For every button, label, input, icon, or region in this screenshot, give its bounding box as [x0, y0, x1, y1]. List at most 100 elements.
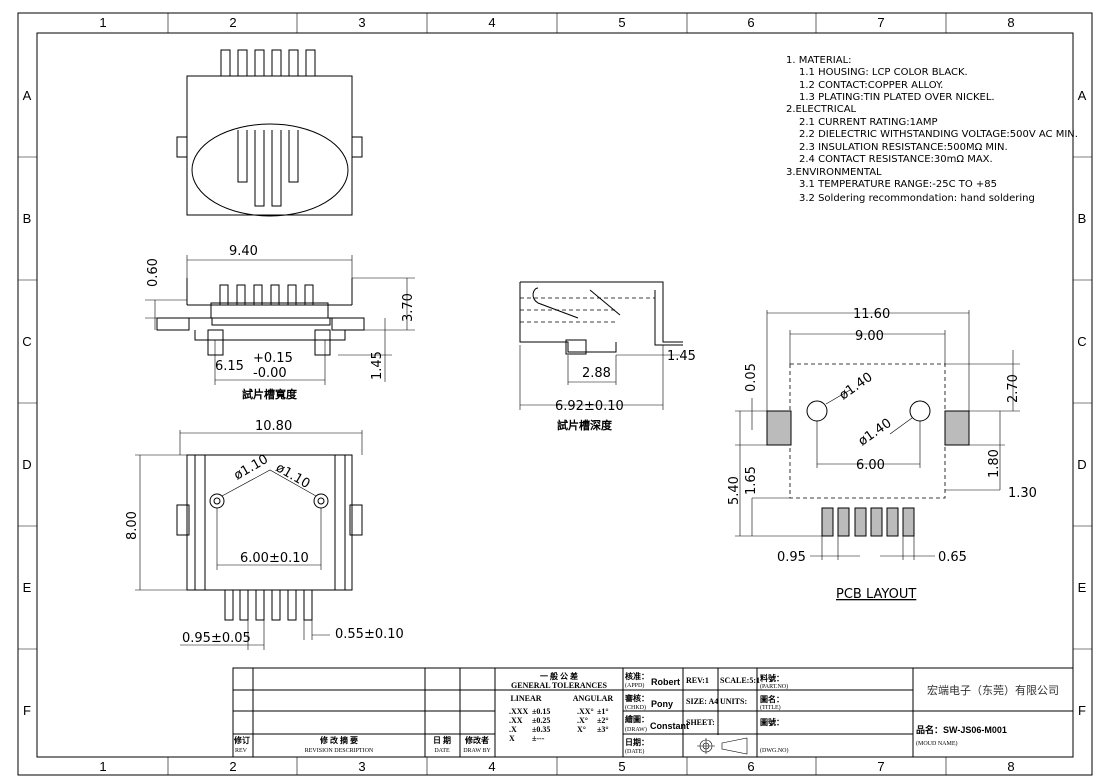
tol-cell: .XX — [509, 716, 523, 725]
dim-pad-offset: 1.30 — [1008, 486, 1037, 501]
scale-value: SCALE:5:1 — [720, 676, 760, 685]
grid-col-3-bottom: 3 — [358, 759, 365, 774]
grid-row-e-right: E — [1078, 580, 1087, 595]
note-line: 2.3 INSULATION RESISTANCE:500MΩ MIN. — [799, 142, 1008, 153]
dim-pad-height: 1.80 — [987, 449, 1002, 478]
dim-inner-width: 9.00 — [855, 329, 884, 344]
note-line: 2.4 CONTACT RESISTANCE:30mΩ MAX. — [799, 154, 993, 165]
top-view — [176, 49, 363, 217]
tol-cell: .XXX — [509, 707, 529, 716]
title-block: 修订 REV 修 改 摘 要 REVISION DESCRIPTION 日 期 … — [232, 667, 1074, 758]
dim-pin-width: 0.55±0.10 — [335, 627, 404, 642]
grid-col-2: 2 — [229, 15, 236, 30]
dim-hole-spacing: 6.00 — [856, 458, 885, 473]
date-cn: 日期： — [625, 737, 649, 747]
grid-col-6-bottom: 6 — [747, 759, 754, 774]
tol-cell: X° — [577, 725, 586, 734]
rev-value: REV:1 — [686, 676, 709, 685]
side-view: 2.88 1.45 6.92±0.10 試片槽深度 — [519, 281, 696, 432]
tol-cell: .X° — [577, 716, 588, 725]
pcb-layout: 11.60 9.00 ø1.40 ø1.40 6.00 0.05 2.70 5.… — [727, 307, 1037, 602]
draw-cn: 繪圖： — [625, 714, 649, 724]
grid-col-4: 4 — [488, 15, 495, 30]
date-label: DATE — [434, 748, 450, 754]
note-line: 3.1 TEMPERATURE RANGE:-25C TO +85 — [799, 179, 997, 190]
grid-row-e: E — [23, 580, 32, 595]
chkd-cn: 審核： — [624, 693, 649, 703]
dwgno-cn: 圖號： — [760, 717, 784, 727]
units-label: UNITS: — [720, 697, 747, 706]
drawby-label: DRAW BY — [463, 748, 491, 754]
draw-name: Constant — [650, 721, 689, 731]
date-label-cn: 日 期 — [433, 735, 451, 745]
tol-title-cn: 一 般 公 差 — [540, 671, 578, 681]
sheet-label: SHEET: — [686, 718, 715, 727]
dwgno-label: (DWG.NO) — [760, 747, 789, 754]
dim-pin-width: 0.65 — [938, 550, 967, 565]
grid-row-b: B — [23, 211, 32, 226]
note-line: 2.1 CURRENT RATING:1AMP — [799, 117, 938, 128]
desc-label: REVISION DESCRIPTION — [305, 748, 374, 754]
dim-top-height: 2.70 — [1006, 374, 1021, 403]
tol-cell: ±0.25 — [532, 716, 550, 725]
grid-col-5-bottom: 5 — [618, 759, 625, 774]
drawby-label-cn: 修改者 — [464, 735, 489, 745]
dim-tail: 1.45 — [667, 349, 696, 364]
grid-col-8-bottom: 8 — [1007, 759, 1014, 774]
appd-cn: 核准： — [625, 671, 649, 681]
company-name: 宏端电子（东莞）有限公司 — [927, 683, 1059, 697]
dim-width: 9.40 — [229, 244, 258, 259]
tolerance-table: .XXX ±0.15 .XX° ±1° .XX ±0.25 .X° ±2° .X… — [509, 707, 609, 743]
note-line: 1.3 PLATING:TIN PLATED OVER NICKEL. — [799, 92, 995, 103]
tol-title: GENERAL TOLERANCES — [511, 681, 608, 690]
pcb-layout-caption: PCB LAYOUT — [836, 587, 916, 602]
tol-cell: .XX° — [577, 707, 594, 716]
appd-label: (APPD) — [625, 682, 644, 689]
dim-hole1: ø1.10 — [232, 452, 271, 483]
grid-col-5: 5 — [618, 15, 625, 30]
dim-height: 8.00 — [125, 511, 140, 540]
tol-cell: ±0.15 — [532, 707, 550, 716]
grid-col-2-bottom: 2 — [229, 759, 236, 774]
dim-slot-tol-plus: +0.15 — [253, 351, 293, 366]
date-field-label: (DATE) — [625, 748, 644, 755]
tol-cell: ±1° — [597, 707, 609, 716]
grid-col-1: 1 — [99, 15, 106, 30]
tol-cell: ±0.35 — [532, 725, 550, 734]
dim-top-gap: 0.05 — [744, 363, 759, 392]
dim-top-offset: 0.60 — [146, 258, 161, 287]
note-line: 3.2 Soldering recommondation: hand solde… — [799, 193, 1035, 204]
tol-angular: ANGULAR — [573, 694, 614, 703]
grid-row-d: D — [22, 457, 31, 472]
dim-height: 5.40 — [727, 476, 742, 505]
note-line: 2.2 DIELECTRIC WITHSTANDING VOLTAGE:500V… — [799, 129, 1078, 140]
dim-pitch: 0.95 — [777, 550, 806, 565]
dim-height: 3.70 — [401, 293, 416, 322]
projection-symbol-icon — [697, 737, 748, 755]
note-line: 1.1 HOUSING: LCP COLOR BLACK. — [799, 67, 968, 78]
bottom-view: 10.80 8.00 ø1.10 ø1.10 6.00±0.10 0.95±0.… — [125, 419, 404, 650]
outer-frame — [17, 12, 1093, 776]
grid-col-3: 3 — [358, 15, 365, 30]
grid-row-b-right: B — [1078, 211, 1087, 226]
note-line: 1.2 CONTACT:COPPER ALLOY. — [799, 80, 943, 91]
grid-row-c-right: C — [1077, 334, 1086, 349]
partno-cn: 料號： — [760, 673, 784, 683]
chkd-label: (CHKD) — [625, 704, 646, 711]
dim-hole-spacing: 6.00±0.10 — [240, 551, 309, 566]
grid-col-7-bottom: 7 — [877, 759, 884, 774]
front-view: 9.40 3.70 0.60 6.15 +0.15 -0.00 1.45 試片槽… — [145, 244, 416, 401]
dim-pitch: 0.95±0.05 — [182, 631, 251, 646]
dim-slot-depth: 1.45 — [370, 351, 385, 380]
grid-row-c: C — [22, 334, 31, 349]
dim-width: 10.80 — [255, 419, 292, 434]
draw-label: (DRAW) — [625, 726, 647, 733]
dim-height2: 1.65 — [744, 466, 759, 495]
dim-depth: 6.92±0.10 — [555, 399, 624, 414]
grid-row-f: F — [23, 703, 31, 718]
side-view-caption: 試片槽深度 — [557, 418, 613, 432]
mould-name-label: (MOUD NAME) — [916, 740, 958, 747]
desc-label-cn: 修 改 摘 要 — [319, 735, 358, 745]
rev-label-cn: 修订 — [233, 735, 250, 745]
dim-hole1: ø1.40 — [837, 370, 876, 403]
